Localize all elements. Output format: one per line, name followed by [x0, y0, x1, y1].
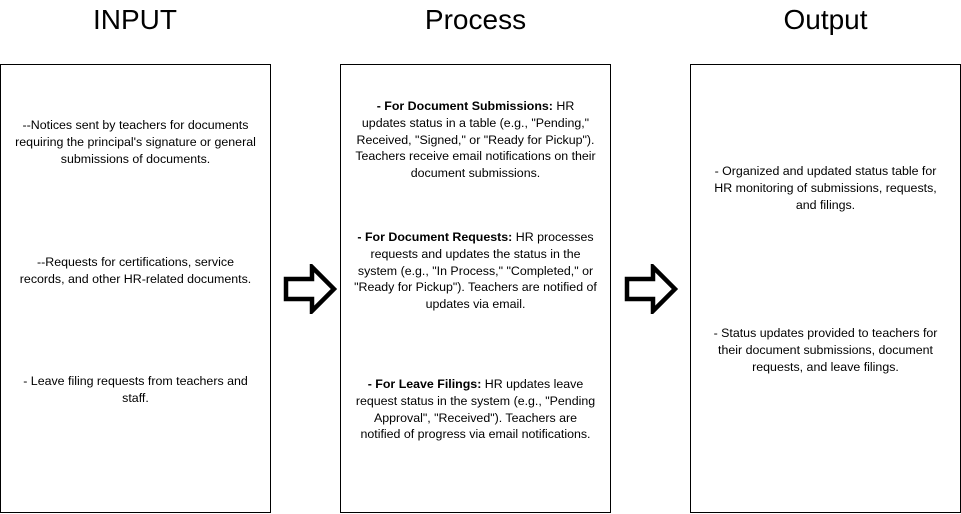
input-item-notices: --Notices sent by teachers for documents…	[15, 118, 256, 166]
input-item-requests: --Requests for certifications, service r…	[19, 255, 252, 286]
output-box[interactable]: - Organized and updated status table for…	[690, 64, 961, 513]
arrow-right-icon	[283, 264, 337, 314]
process-item-heading: - For Document Submissions:	[376, 99, 553, 113]
process-item-leave-filings: - For Leave Filings: HR updates leave re…	[353, 376, 598, 443]
process-box[interactable]: - For Document Submissions: HR updates s…	[340, 64, 611, 513]
process-item-heading: - For Leave Filings:	[367, 377, 482, 391]
input-box[interactable]: --Notices sent by teachers for documents…	[0, 64, 271, 513]
process-item-text: HR processes requests and updates the st…	[354, 230, 597, 312]
process-item-text: HR updates status in a table (e.g., "Pen…	[355, 99, 596, 181]
process-item-text: HR updates leave request status in the s…	[355, 377, 596, 442]
process-item-document-requests: - For Document Requests: HR processes re…	[353, 229, 598, 313]
input-column-title: INPUT	[93, 4, 177, 35]
process-item-heading: - For Document Requests:	[357, 230, 513, 244]
input-item-leave: - Leave filing requests from teachers an…	[23, 374, 248, 405]
output-item-status-updates: - Status updates provided to teachers fo…	[713, 326, 938, 374]
process-column-title: Process	[424, 4, 527, 35]
output-column-title: Output	[783, 4, 868, 35]
output-item-status-table: - Organized and updated status table for…	[714, 164, 937, 212]
process-item-document-submissions: - For Document Submissions: HR updates s…	[353, 98, 598, 182]
arrow-right-icon	[624, 264, 678, 314]
